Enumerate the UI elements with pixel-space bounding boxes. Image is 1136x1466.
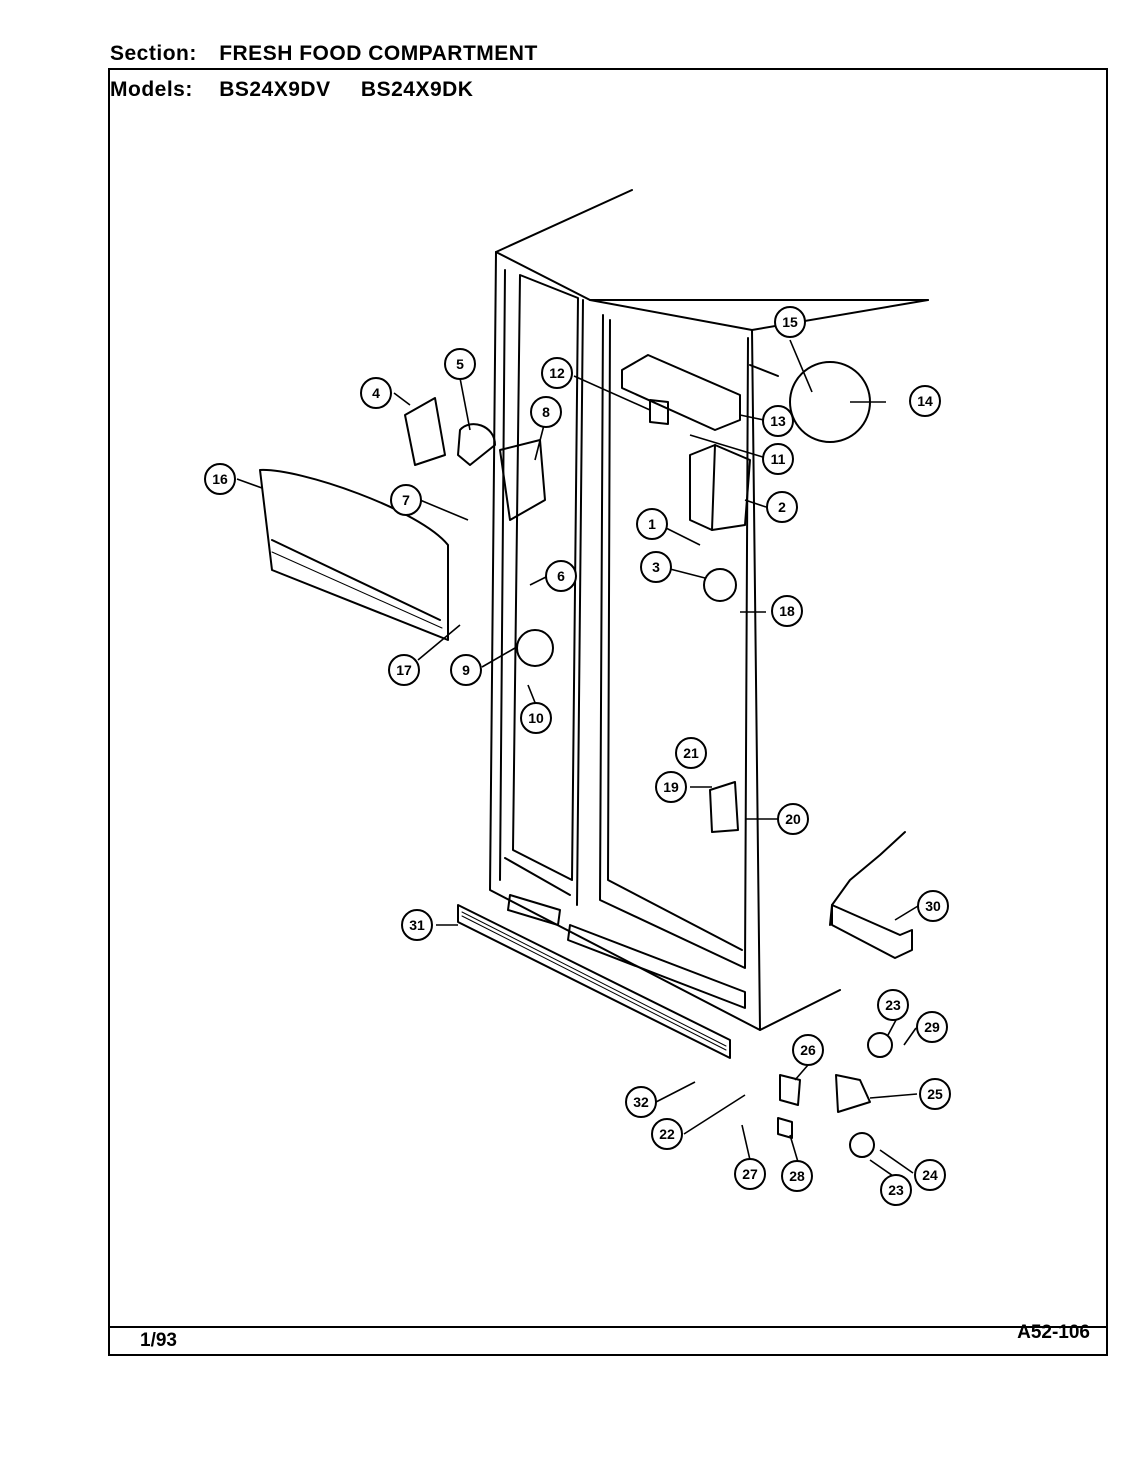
part-number: 4: [372, 385, 380, 401]
footer-rule: [108, 1326, 1108, 1328]
part-callout-2: 2: [766, 491, 798, 523]
part-callout-13: 13: [762, 405, 794, 437]
part-callouts: 1234567891011121314151617181920212223232…: [204, 306, 951, 1206]
part-callout-22: 22: [651, 1118, 683, 1150]
part-callout-17: 17: [388, 654, 420, 686]
section-heading: Section: FRESH FOOD COMPARTMENT: [110, 42, 538, 66]
part-number: 6: [557, 568, 565, 584]
models-label: Models:: [110, 78, 193, 101]
part-callout-31: 31: [401, 909, 433, 941]
part-number: 29: [924, 1019, 940, 1035]
part-number: 32: [633, 1094, 649, 1110]
part-number: 16: [212, 471, 228, 487]
part-number: 31: [409, 917, 425, 933]
part-number: 15: [782, 314, 798, 330]
part-callout-23: 23: [877, 989, 909, 1021]
part-callout-28: 28: [781, 1160, 813, 1192]
part-callout-7: 7: [390, 484, 422, 516]
part-callout-19: 19: [655, 771, 687, 803]
part-callout-24: 24: [914, 1159, 946, 1191]
kickplate-grille: [457, 904, 731, 1059]
part-number: 25: [927, 1086, 943, 1102]
part-callout-11: 11: [762, 443, 794, 475]
part-callout-4: 4: [360, 377, 392, 409]
part-number: 24: [922, 1167, 938, 1183]
section-title: FRESH FOOD COMPARTMENT: [219, 42, 538, 65]
part-callout-20: 20: [777, 803, 809, 835]
part-number: 3: [652, 559, 660, 575]
model-number: BS24X9DK: [360, 78, 474, 101]
part-callout-18: 18: [771, 595, 803, 627]
page-code: A52-106: [1017, 1322, 1090, 1343]
part-number: 10: [528, 710, 544, 726]
control-housing: [259, 468, 449, 641]
part-number: 7: [402, 492, 410, 508]
part-callout-3: 3: [640, 551, 672, 583]
part-number: 23: [888, 1182, 904, 1198]
cabinet-body: [489, 189, 929, 1031]
part-callout-30: 30: [917, 890, 949, 922]
part-callout-14: 14: [909, 385, 941, 417]
section-label: Section:: [110, 42, 197, 65]
light-bracket: [689, 444, 751, 531]
part-number: 9: [462, 662, 470, 678]
part-number: 21: [683, 745, 699, 761]
part-number: 11: [771, 451, 786, 467]
part-number: 23: [885, 997, 901, 1013]
diagram-frame: [108, 68, 1108, 1356]
part-callout-23: 23: [880, 1174, 912, 1206]
part-callout-26: 26: [792, 1034, 824, 1066]
part-number: 18: [779, 603, 795, 619]
part-callout-6: 6: [545, 560, 577, 592]
part-number: 13: [770, 413, 786, 429]
part-callout-32: 32: [625, 1086, 657, 1118]
part-callout-25: 25: [919, 1078, 951, 1110]
part-number: 27: [742, 1166, 758, 1182]
part-number: 8: [542, 404, 550, 420]
part-number: 5: [456, 356, 464, 372]
part-callout-29: 29: [916, 1011, 948, 1043]
part-number: 22: [659, 1126, 675, 1142]
part-number: 26: [800, 1042, 816, 1058]
part-number: 20: [785, 811, 801, 827]
part-number: 28: [789, 1168, 805, 1184]
part-callout-12: 12: [541, 357, 573, 389]
part-callout-15: 15: [774, 306, 806, 338]
hinge-bracket: [829, 831, 913, 959]
part-number: 1: [648, 516, 656, 532]
part-callout-21: 21: [675, 737, 707, 769]
models-heading: Models: BS24X9DV BS24X9DK: [110, 78, 497, 102]
revision-date: 1/93: [140, 1330, 177, 1351]
part-number: 17: [396, 662, 412, 678]
part-number: 14: [917, 393, 933, 409]
part-callout-16: 16: [204, 463, 236, 495]
part-callout-1: 1: [636, 508, 668, 540]
part-callout-10: 10: [520, 702, 552, 734]
part-number: 19: [663, 779, 679, 795]
part-callout-9: 9: [450, 654, 482, 686]
part-callout-8: 8: [530, 396, 562, 428]
socket-bar: [621, 354, 741, 431]
part-callout-27: 27: [734, 1158, 766, 1190]
part-callout-5: 5: [444, 348, 476, 380]
model-number: BS24X9DV: [219, 78, 331, 101]
part-number: 2: [778, 499, 786, 515]
part-number: 12: [549, 365, 565, 381]
part-number: 30: [925, 898, 941, 914]
